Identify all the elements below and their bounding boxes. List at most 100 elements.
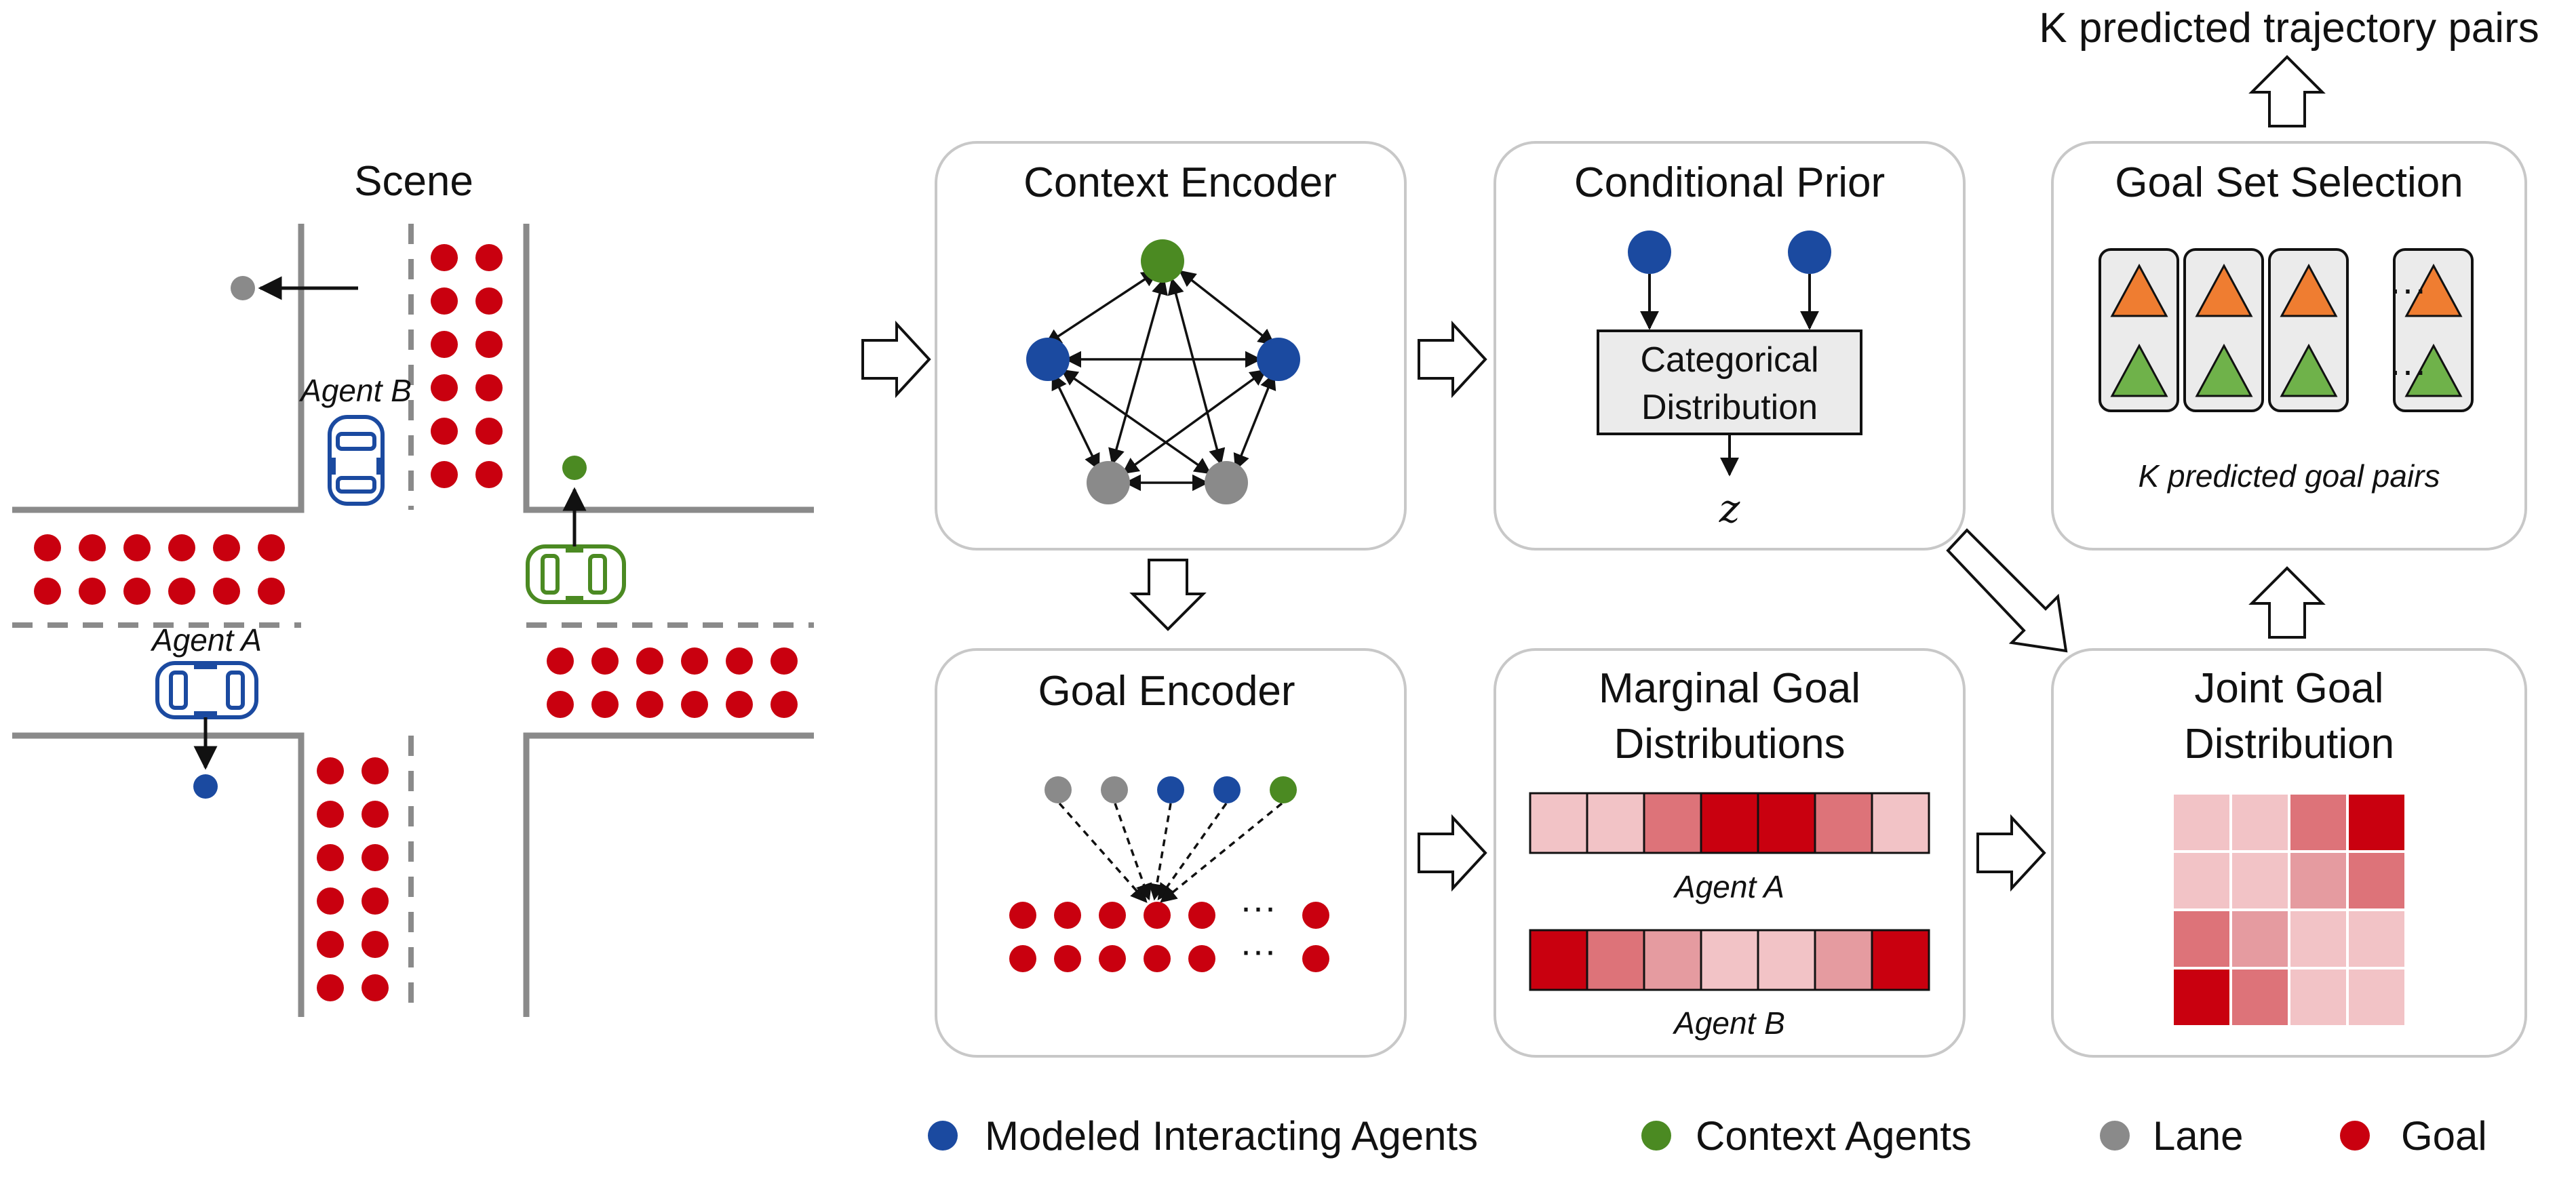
goal-point bbox=[475, 244, 503, 271]
lane-node-a bbox=[1087, 461, 1130, 504]
marginal-cell bbox=[1814, 792, 1873, 854]
goal-point bbox=[1144, 902, 1171, 929]
goal-encoder-title: Goal Encoder bbox=[1038, 668, 1295, 715]
goal-pair-card bbox=[2393, 248, 2474, 412]
joint-cell bbox=[2171, 908, 2232, 970]
joint-cell bbox=[2171, 967, 2232, 1028]
joint-title-line1: Joint Goal bbox=[2194, 665, 2383, 712]
goal-triangle-green bbox=[2195, 343, 2253, 397]
goal-point bbox=[547, 647, 574, 675]
marginal-row-agent-a bbox=[1529, 792, 1930, 854]
marginal-cell bbox=[1700, 929, 1759, 991]
goal-point bbox=[79, 534, 106, 561]
goal-point bbox=[475, 418, 503, 445]
goal-point bbox=[591, 647, 619, 675]
joint-cell bbox=[2288, 850, 2349, 911]
goal-point bbox=[317, 931, 344, 958]
marginal-cell bbox=[1757, 929, 1816, 991]
goal-point bbox=[726, 691, 753, 718]
joint-cell bbox=[2171, 850, 2232, 911]
joint-cell bbox=[2229, 792, 2290, 853]
goal-points-east bbox=[547, 647, 798, 718]
modeled-agent-node-b bbox=[1257, 338, 1300, 381]
joint-cell bbox=[2288, 908, 2349, 970]
goal-point bbox=[34, 534, 61, 561]
context-encoder-title: Context Encoder bbox=[1023, 159, 1337, 206]
goal-point bbox=[1099, 902, 1126, 929]
goal-point bbox=[1009, 945, 1036, 972]
legend-lane-marker bbox=[2100, 1121, 2130, 1151]
conditional-prior-title: Conditional Prior bbox=[1574, 159, 1885, 206]
goal-set-selection-box: Goal Set Selection ··· ··· K predicted g… bbox=[2051, 141, 2527, 551]
arrow-context-to-goal-encoder bbox=[1129, 559, 1207, 631]
marginal-goal-box: Marginal Goal Distributions Agent A Agen… bbox=[1494, 648, 1966, 1058]
modeled-agent-node-a bbox=[1026, 338, 1070, 381]
arrow-joint-to-selection bbox=[2248, 566, 2326, 639]
marginal-cell bbox=[1871, 929, 1930, 991]
marginal-agent-a-label: Agent A bbox=[1673, 869, 1784, 904]
goal-point bbox=[475, 461, 503, 488]
encoder-ellipsis-b: ··· bbox=[1240, 930, 1276, 971]
goal-points-south bbox=[317, 757, 389, 1001]
agent-b-car-icon bbox=[328, 415, 385, 506]
joint-title-line2: Distribution bbox=[2184, 721, 2394, 767]
encoder-lane-node-b bbox=[1101, 776, 1128, 803]
goal-point bbox=[362, 801, 389, 828]
encoder-ellipsis-a: ··· bbox=[1240, 887, 1276, 927]
goal-point bbox=[317, 757, 344, 784]
joint-cell bbox=[2229, 850, 2290, 911]
legend-lane-label: Lane bbox=[2153, 1113, 2243, 1159]
joint-cell bbox=[2229, 967, 2290, 1028]
goal-encoder-box: Goal Encoder ··· ··· bbox=[935, 648, 1407, 1058]
joint-cell bbox=[2346, 792, 2407, 853]
context-car-icon bbox=[526, 544, 626, 604]
scene-title: Scene bbox=[354, 158, 473, 205]
encoder-context-node bbox=[1270, 776, 1297, 803]
goal-pair-card bbox=[2183, 248, 2264, 412]
context-encoder-box: Context Encoder bbox=[935, 141, 1407, 551]
goal-point bbox=[362, 844, 389, 871]
encoder-agent-node-a bbox=[1157, 776, 1184, 803]
goal-points-west bbox=[34, 534, 285, 605]
agent-a-car-icon bbox=[155, 661, 258, 719]
goal-point bbox=[213, 534, 240, 561]
arrow-selection-to-output bbox=[2248, 55, 2326, 127]
context-agent-node bbox=[1141, 239, 1184, 283]
goal-point bbox=[475, 287, 503, 315]
goal-point bbox=[681, 647, 708, 675]
goal-point bbox=[1009, 902, 1036, 929]
goal-point bbox=[475, 374, 503, 401]
goal-point bbox=[362, 757, 389, 784]
road-lines bbox=[12, 224, 814, 1017]
goal-point bbox=[168, 534, 195, 561]
marginal-cell bbox=[1871, 792, 1930, 854]
scene-panel: Scene Agent B bbox=[12, 158, 814, 1017]
goal-point bbox=[1188, 945, 1215, 972]
goal-pair-card bbox=[2268, 248, 2349, 412]
joint-cell bbox=[2171, 792, 2232, 853]
legend-modeled-marker bbox=[928, 1121, 958, 1151]
marginal-row-agent-b bbox=[1529, 929, 1930, 991]
goal-point bbox=[431, 331, 458, 358]
marginal-title-line2: Distributions bbox=[1614, 721, 1845, 767]
goal-pair-card bbox=[2099, 248, 2179, 412]
goal-pairs-ellipsis-bottom: ··· bbox=[2389, 348, 2427, 391]
goal-point bbox=[770, 691, 798, 718]
marginal-cell bbox=[1529, 929, 1588, 991]
legend-context-label: Context Agents bbox=[1696, 1113, 1972, 1159]
context-car-goal-dot bbox=[562, 456, 587, 480]
arrow-goal-encoder-to-marginal bbox=[1418, 814, 1487, 892]
lane-agent-dot bbox=[231, 276, 255, 300]
goal-point bbox=[726, 647, 753, 675]
goal-point bbox=[547, 691, 574, 718]
goal-point bbox=[317, 801, 344, 828]
legend-goal-marker bbox=[2340, 1121, 2370, 1151]
goal-triangle-orange bbox=[2280, 263, 2338, 317]
joint-cell bbox=[2346, 967, 2407, 1028]
joint-goal-box: Joint Goal Distribution bbox=[2051, 648, 2527, 1058]
joint-cell bbox=[2346, 908, 2407, 970]
goal-triangle-green bbox=[2280, 343, 2338, 397]
arrow-scene-to-context-encoder bbox=[861, 320, 931, 399]
goal-point bbox=[213, 578, 240, 605]
